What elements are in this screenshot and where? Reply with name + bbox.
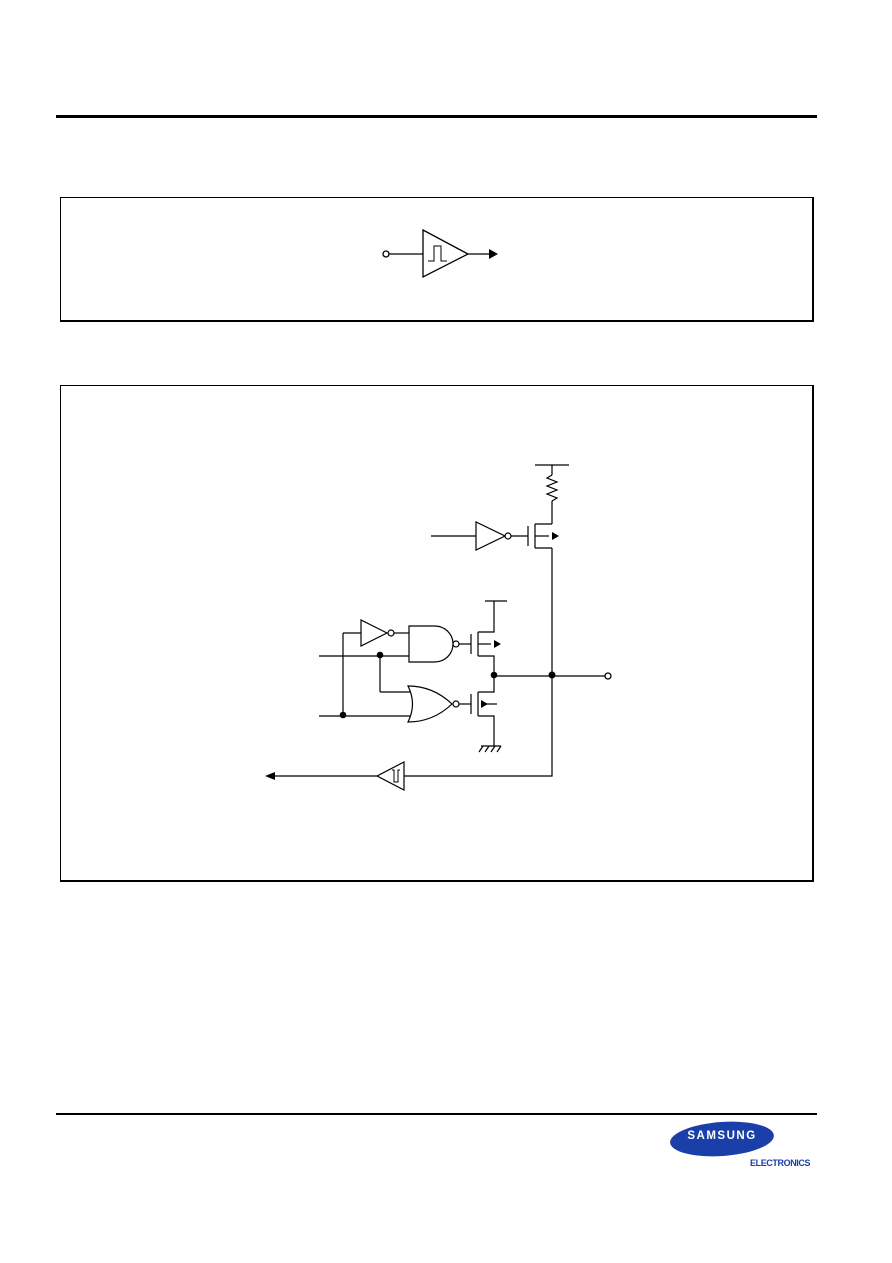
- junction-pad: [548, 671, 556, 679]
- footer-rule: [56, 1113, 817, 1115]
- pullup-inverter-bubble: [504, 532, 512, 540]
- figure-schmitt-input: [60, 197, 814, 322]
- pullup-resistor: [545, 474, 559, 502]
- junction-data: [376, 651, 384, 659]
- nor-bubble: [452, 700, 460, 708]
- logo-brand: SAMSUNG: [687, 1130, 757, 1142]
- nor-gate: [407, 685, 453, 723]
- input-arrow-icon: [265, 772, 275, 780]
- logo-subtitle: ELECTRONICS: [750, 1158, 811, 1168]
- junction-driver: [490, 671, 498, 679]
- pmos-drain: [478, 655, 495, 676]
- io-pad-pin: [604, 672, 612, 680]
- io-circuit-diagram: [265, 464, 612, 791]
- ground-hatch-2: [484, 745, 490, 753]
- junction-oe: [339, 711, 347, 719]
- nand-gate: [408, 625, 454, 663]
- nmos-drain: [478, 676, 495, 693]
- header-rule: [56, 115, 817, 118]
- oe-inverter-bubble: [387, 629, 395, 637]
- figure-io-circuit: [60, 385, 814, 882]
- feedback-wire: [404, 676, 553, 777]
- output-arrow-icon: [489, 249, 498, 259]
- nmos-arrow-icon: [481, 700, 488, 708]
- schmitt-buffer-triangle: [422, 228, 470, 279]
- input-schmitt-buffer: [375, 761, 405, 791]
- input-schmitt-icon: [392, 769, 400, 783]
- nand-bubble: [452, 640, 460, 648]
- ground-hatch-1: [478, 745, 484, 753]
- pmos-arrow-icon: [494, 640, 501, 648]
- ground-hatch-4: [496, 745, 502, 753]
- samsung-logo: SAMSUNG ELECTRONICS: [668, 1118, 818, 1172]
- ground-hatch-3: [490, 745, 496, 753]
- pullup-pmos-arrow-icon: [552, 532, 559, 540]
- input-pin: [382, 250, 390, 258]
- pullup-inverter: [475, 521, 507, 551]
- schmitt-hysteresis-icon: [428, 245, 447, 262]
- oe-inverter: [360, 619, 389, 647]
- schmitt-input-diagram: [382, 228, 498, 279]
- nmos-source: [478, 715, 495, 746]
- pmos-source: [478, 626, 495, 633]
